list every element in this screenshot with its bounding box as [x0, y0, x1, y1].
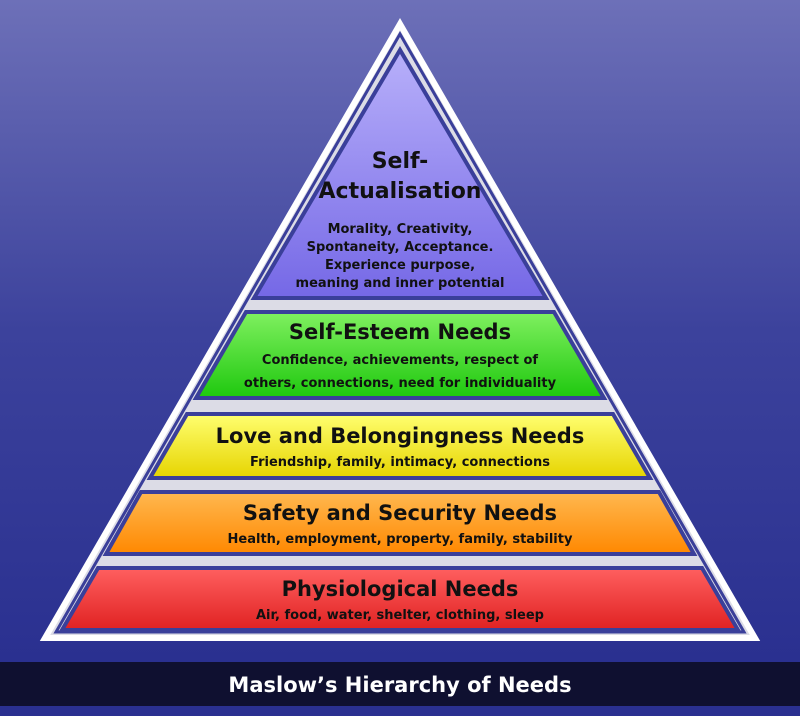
level-detail: Confidence, achievements, respect of — [262, 353, 539, 368]
level-love-belongingness: Love and Belongingness Needs Friendship,… — [146, 412, 654, 480]
level-self-actualisation: Self- Actualisation Morality, Creativity… — [250, 46, 550, 300]
level-detail: others, connections, need for individual… — [244, 376, 557, 391]
level-physiological: Physiological Needs Air, food, water, sh… — [58, 566, 742, 632]
diagram-title: Maslow’s Hierarchy of Needs — [228, 673, 571, 697]
level-detail: Friendship, family, intimacy, connection… — [250, 455, 550, 470]
level-title: Actualisation — [319, 179, 482, 204]
level-band — [250, 46, 550, 300]
background-bottom — [0, 706, 800, 716]
level-title: Self-Esteem Needs — [289, 320, 511, 344]
level-band — [58, 566, 742, 632]
level-detail: Air, food, water, shelter, clothing, sle… — [256, 608, 544, 623]
level-self-esteem: Self-Esteem Needs Confidence, achievemen… — [192, 310, 608, 400]
level-title: Self- — [372, 149, 429, 174]
level-detail: meaning and inner potential — [296, 276, 505, 291]
level-detail: Experience purpose, — [325, 258, 475, 273]
level-detail: Morality, Creativity, — [328, 222, 473, 237]
level-title: Safety and Security Needs — [243, 501, 557, 525]
level-band — [102, 490, 698, 556]
level-safety-security: Safety and Security Needs Health, employ… — [102, 490, 698, 556]
level-title: Physiological Needs — [282, 577, 519, 601]
level-detail: Spontaneity, Acceptance. — [307, 240, 494, 255]
level-detail: Health, employment, property, family, st… — [228, 532, 573, 547]
level-band — [146, 412, 654, 480]
level-band — [192, 310, 608, 400]
level-title: Love and Belongingness Needs — [216, 424, 585, 448]
footer-bar — [0, 662, 800, 706]
